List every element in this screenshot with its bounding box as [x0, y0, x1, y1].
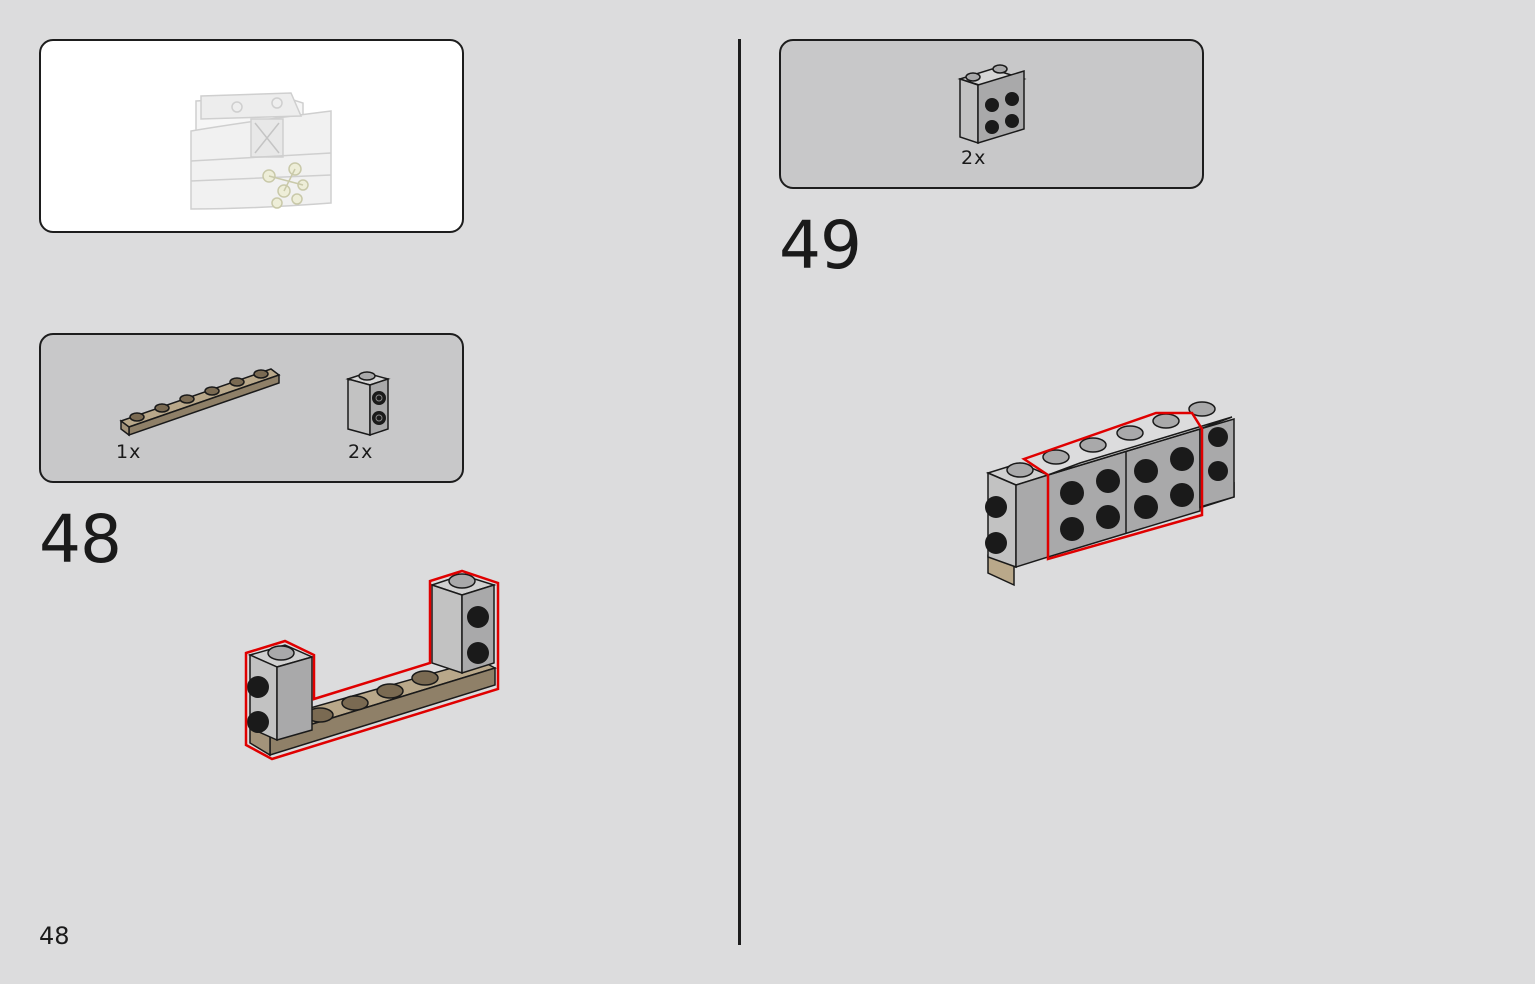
- step-48-parts-panel: 1x 2x: [39, 333, 464, 483]
- part-qty-tan-plate: 1x: [116, 441, 142, 463]
- gray-brick-2x2-icon: [957, 64, 1027, 145]
- column-divider: [738, 39, 741, 945]
- page-number: 48: [39, 922, 70, 950]
- step-49-parts-panel: 2x: [779, 39, 1204, 189]
- part-qty-gray-brick-2x2: 2x: [961, 147, 987, 169]
- step-number-49: 49: [779, 207, 862, 284]
- step-number-48: 48: [39, 501, 122, 578]
- gray-brick-1x1-icon: [345, 371, 391, 437]
- step-48-assembly-image: [244, 569, 500, 761]
- subassembly-preview-image: [190, 92, 332, 210]
- step-49-assembly-image: [985, 401, 1235, 587]
- part-qty-gray-brick: 2x: [348, 441, 374, 463]
- subassembly-preview-panel: [39, 39, 464, 233]
- tan-plate-1x6-icon: [119, 368, 281, 437]
